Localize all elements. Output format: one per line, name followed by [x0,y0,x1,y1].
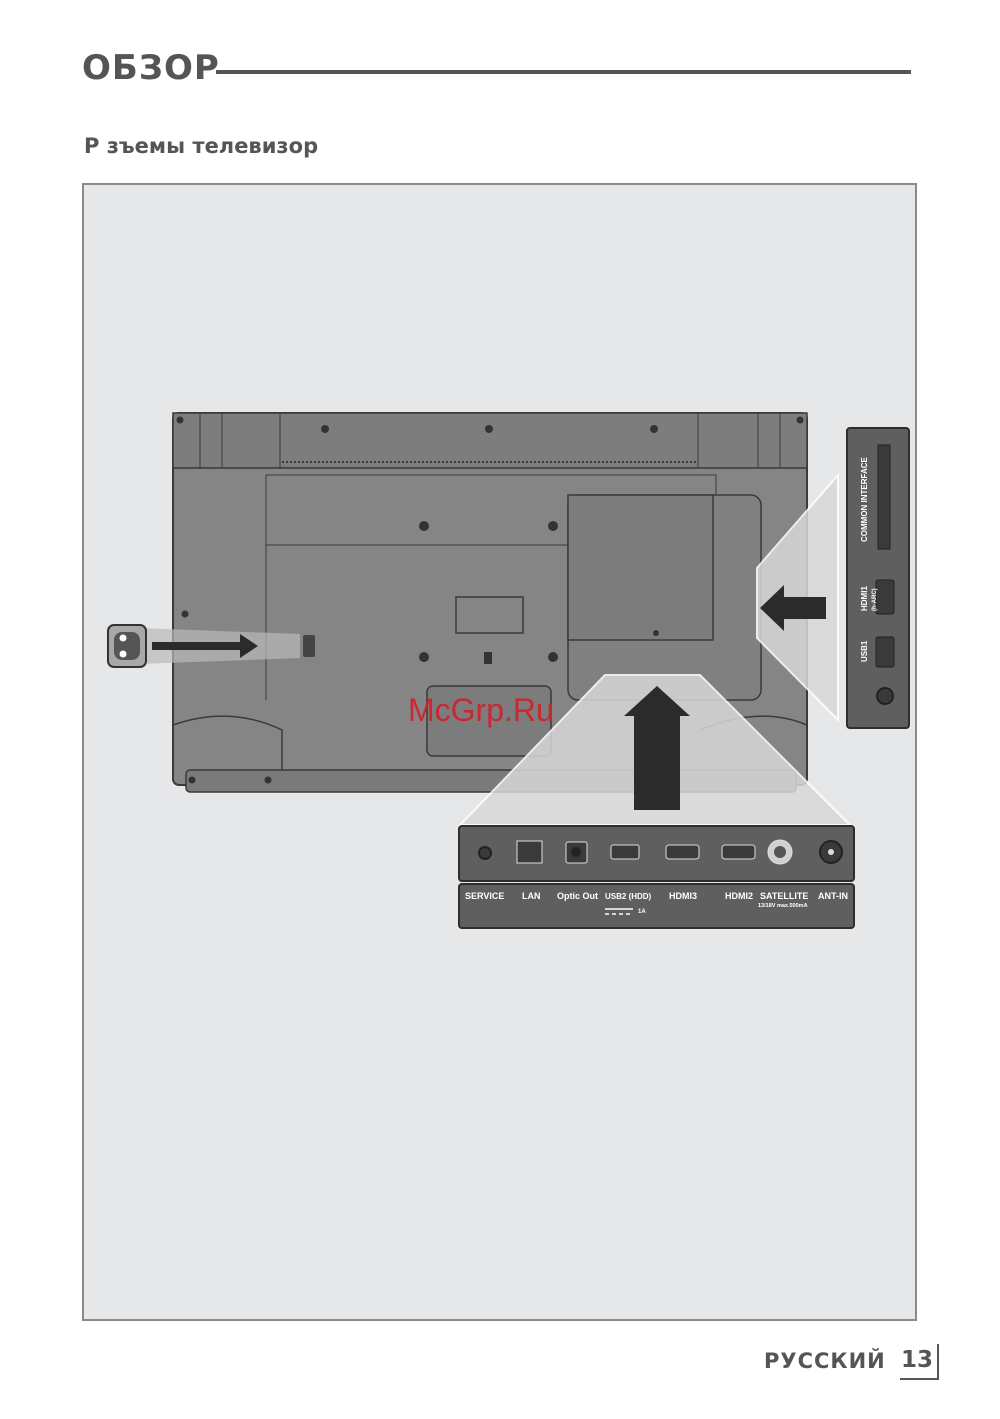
title-rule [216,70,911,74]
port-label-hdmi3: HDMI3 [669,891,697,901]
port-label-usb2: USB2 (HDD) [605,892,652,901]
port-label-ant-in: ANT-IN [818,891,848,901]
footer-rule-horizontal [900,1378,939,1380]
hdmi1-sub-label: (h-ARC) [872,588,878,611]
lan-port-icon [516,840,543,864]
hdmi3-port-icon [665,844,700,860]
power-plug-icon [107,624,300,668]
service-port-icon [478,846,492,860]
bottom-connector-panel: SERVICE LAN Optic Out USB2 (HDD) HDMI3 H… [458,825,855,929]
hdmi2-port-icon [721,844,756,860]
port-label-service: SERVICE [465,891,504,901]
port-label-satellite: SATELLITE [760,891,808,901]
port-label-hdmi2: HDMI2 [725,891,753,901]
section-title: Р зъемы телевизор [84,134,319,158]
arrow-power [152,634,258,658]
side-connector-panel: COMMON INTERFACE HDMI1 (h-ARC) USB1 [846,427,910,729]
footer-rule-vertical [937,1344,939,1380]
port-label-optic-out: Optic Out [557,891,598,901]
port-label-lan: LAN [522,891,541,901]
usb1-label: USB1 [860,640,869,662]
arrow-bottom [624,686,690,810]
arrow-side [760,585,826,631]
page-title: ОБЗОР [82,48,220,88]
hdmi1-label: HDMI1 [860,586,869,611]
common-interface-label: COMMON INTERFACE [860,456,869,542]
satellite-sub-label: 13/18V max.500mA [758,903,808,909]
usb2-sub-label: 1A [638,909,646,915]
footer-language: РУССКИЙ [764,1349,886,1373]
page-number: 13 [901,1347,934,1373]
usb2-port-icon [610,844,640,860]
watermark: McGrp.Ru [408,692,554,728]
